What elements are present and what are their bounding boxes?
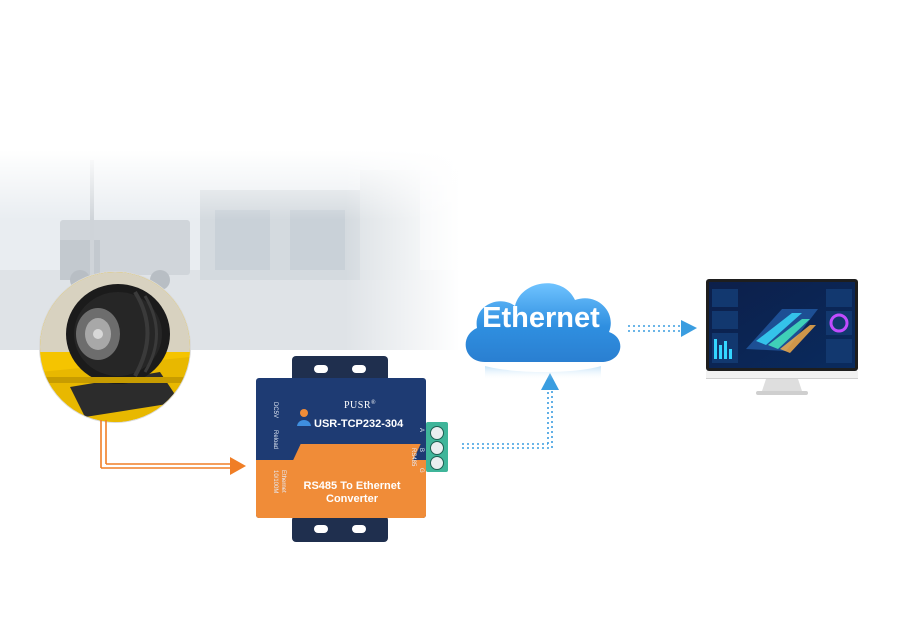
cloud-icon	[465, 283, 621, 380]
rs485-terminal-block	[426, 422, 448, 472]
brand-name: PUSR	[344, 400, 372, 411]
mounting-slot	[352, 525, 366, 533]
ethernet-downlink-arrow	[628, 320, 697, 337]
monitoring-computer	[706, 279, 858, 399]
device-model: USR-TCP232-304	[314, 418, 404, 430]
mounting-flange-top	[292, 356, 388, 382]
device-orange-panel	[256, 460, 426, 518]
truck-wheel-image	[40, 272, 190, 422]
terminal-screw	[430, 441, 444, 455]
port-label-speed: 10/100M	[272, 470, 278, 494]
rs485-ethernet-converter: PUSR® USR-TCP232-304 RS485 To Ethernet C…	[248, 356, 460, 542]
port-label-dc5v: DC5V	[272, 402, 278, 419]
ethernet-uplink-arrow	[462, 373, 559, 449]
mounting-slot	[314, 365, 328, 373]
serial-link-arrow	[100, 420, 246, 475]
port-label-b: B	[418, 448, 424, 453]
port-label-reload: Reload	[272, 430, 278, 450]
usr-logo-icon	[297, 409, 311, 426]
truck-scale-photo	[40, 272, 190, 422]
description-line-1: RS485 To Ethernet	[303, 480, 401, 492]
device-description: RS485 To Ethernet Converter	[302, 480, 402, 506]
terminal-screw	[430, 426, 444, 440]
port-label-a: A	[418, 428, 424, 433]
mounting-slot	[314, 525, 328, 533]
cloud-label: Ethernet	[482, 302, 600, 334]
description-line-2: Converter	[326, 493, 378, 505]
brand-mark: ®	[371, 400, 377, 406]
ethernet-cloud: Ethernet	[455, 262, 627, 382]
port-label-rs485: RS485	[410, 448, 416, 467]
monitor-icon	[706, 279, 858, 395]
device-body: PUSR® USR-TCP232-304 RS485 To Ethernet C…	[256, 378, 426, 518]
mounting-flange-bottom	[292, 516, 388, 542]
mounting-slot	[352, 365, 366, 373]
terminal-screw	[430, 456, 444, 470]
device-brand: PUSR®	[344, 400, 376, 411]
port-label-g: G	[418, 468, 424, 473]
port-label-ethernet: Ethernet	[280, 470, 286, 493]
